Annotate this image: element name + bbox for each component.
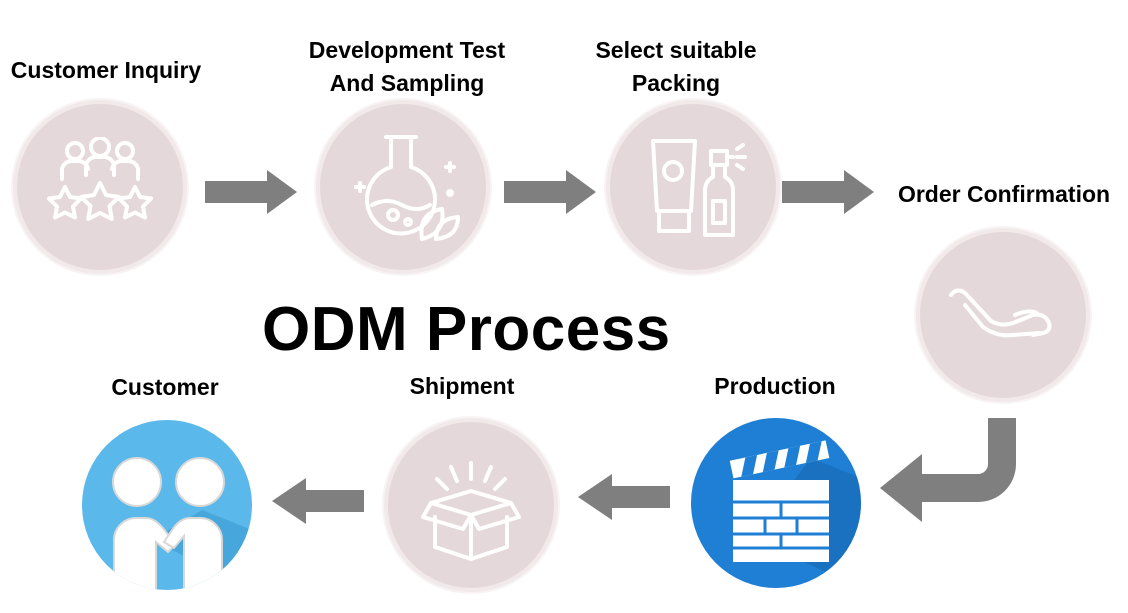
diagram-title: ODM Process (262, 295, 671, 364)
step-label-line: Development Test (308, 37, 506, 63)
step-label-line: And Sampling (329, 70, 485, 96)
people-stars-icon (47, 137, 153, 221)
arrow-right-3 (782, 170, 874, 214)
two-people-handshake-icon (112, 457, 252, 590)
step-label-shipment: Shipment (409, 373, 515, 399)
cosmetic-bottles-icon (651, 139, 747, 237)
production-circle (691, 418, 861, 588)
step-label-customer: Customer (111, 374, 219, 400)
step-label-customer-inquiry: Customer Inquiry (10, 57, 202, 83)
flask-leaf-icon (354, 135, 460, 241)
packing-circle (610, 104, 776, 270)
open-box-icon (421, 461, 521, 561)
arrow-right-1 (205, 170, 297, 214)
step-label-production: Production (714, 373, 836, 399)
order-confirmation-circle (920, 232, 1086, 398)
step-label-order-confirmation: Order Confirmation (897, 181, 1111, 207)
development-test-circle (320, 104, 486, 270)
customer-inquiry-circle (17, 104, 183, 270)
shipment-circle (388, 422, 554, 588)
arrow-left-1 (578, 474, 670, 520)
arrow-curved-down-left (880, 418, 1016, 522)
step-label-select-packing: Select suitable Packing (585, 34, 767, 100)
customer-circle (82, 420, 252, 590)
step-label-line: Select suitable (595, 37, 757, 63)
clapperboard-icon (729, 440, 861, 588)
arrow-left-2 (272, 478, 364, 524)
step-label-line: Packing (631, 70, 721, 96)
step-label-development-test: Development Test And Sampling (295, 34, 519, 100)
handshake-hand-icon (949, 288, 1052, 338)
arrow-right-2 (504, 170, 596, 214)
